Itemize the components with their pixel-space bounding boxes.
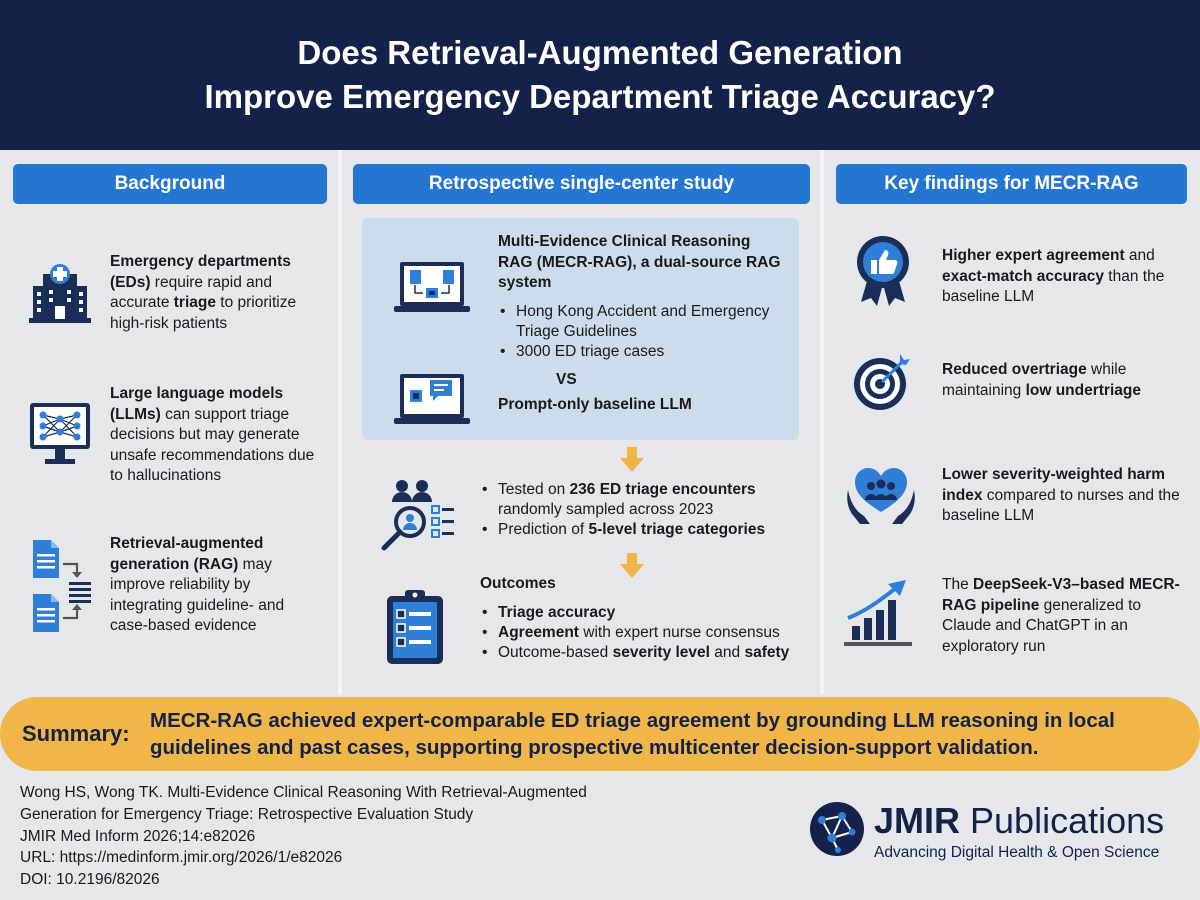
system-title: Multi-Evidence Clinical Reasoning RAG (M… bbox=[498, 233, 781, 291]
citation-block: Wong HS, Wong TK. Multi-Evidence Clinica… bbox=[20, 782, 587, 891]
finding-2-text: Reduced overtriage while maintaining low… bbox=[942, 361, 1141, 399]
finding-1-text: Higher expert agreement and exact-match … bbox=[942, 247, 1165, 305]
background-item-rag-text: Retrieval-augmented generation (RAG) may… bbox=[110, 535, 285, 634]
page-title-line2: Improve Emergency Department Triage Accu… bbox=[204, 78, 996, 115]
outcome-item: Triage accuracy bbox=[480, 603, 810, 623]
hands-heart-people-icon bbox=[846, 460, 916, 531]
finding-4-text: The DeepSeek-V3–based MECR-RAG pipeline … bbox=[942, 576, 1180, 655]
baseline-label: Prompt-only baseline LLM bbox=[498, 396, 692, 413]
outcomes-title: Outcomes bbox=[480, 575, 556, 592]
page-title-line1: Does Retrieval-Augmented Generation bbox=[297, 34, 903, 71]
summary-line1: MECR-RAG achieved expert-comparable ED t… bbox=[150, 709, 1115, 732]
testing-item: Tested on 236 ED triage encounters rando… bbox=[480, 480, 800, 520]
column-divider bbox=[338, 150, 342, 695]
header-banner: Does Retrieval-Augmented Generation Impr… bbox=[0, 0, 1200, 150]
logo-wordmark: JMIR Publications bbox=[874, 799, 1165, 841]
sources-list: Hong Kong Accident and Emergency Triage … bbox=[498, 302, 788, 362]
citation-line: Wong HS, Wong TK. Multi-Evidence Clinica… bbox=[20, 784, 587, 801]
source-item: Hong Kong Accident and Emergency Triage … bbox=[498, 302, 788, 342]
findings-heading: Key findings for MECR-RAG bbox=[836, 164, 1187, 204]
outcome-item: Agreement with expert nurse consensus bbox=[480, 623, 810, 643]
citation-url[interactable]: URL: https://medinform.jmir.org/2026/1/e… bbox=[20, 849, 343, 867]
growth-bar-chart-icon bbox=[842, 578, 914, 653]
citation-doi[interactable]: DOI: 10.2196/82026 bbox=[20, 871, 160, 889]
study-heading: Retrospective single-center study bbox=[353, 164, 810, 204]
hospital-icon bbox=[22, 258, 98, 328]
background-item-ed-text: Emergency departments (EDs) require rapi… bbox=[110, 253, 297, 332]
source-item: 3000 ED triage cases bbox=[498, 342, 788, 362]
people-search-icon bbox=[378, 474, 458, 559]
outcome-item: Outcome-based severity level and safety bbox=[480, 643, 810, 663]
vs-label: VS bbox=[556, 371, 577, 388]
jmir-logo[interactable]: JMIR Publications Advancing Digital Heal… bbox=[808, 800, 1164, 863]
arrow-down-icon bbox=[619, 553, 645, 579]
clipboard-checklist-icon bbox=[385, 588, 445, 671]
laptop-documents-icon bbox=[392, 258, 472, 323]
summary-text: MECR-RAG achieved expert-comparable ED t… bbox=[150, 707, 1115, 761]
neural-network-monitor-icon bbox=[22, 394, 98, 476]
background-item-llm-text: Large language models (LLMs) can support… bbox=[110, 385, 315, 484]
jmir-network-icon bbox=[808, 800, 866, 863]
citation-line: Generation for Emergency Triage: Retrosp… bbox=[20, 805, 474, 823]
background-heading: Background bbox=[13, 164, 327, 204]
finding-3-text: Lower severity-weighted harm index compa… bbox=[942, 466, 1180, 524]
background-item-llm: Large language models (LLMs) can support… bbox=[22, 384, 332, 487]
outcomes-list: Triage accuracy Agreement with expert nu… bbox=[480, 603, 810, 663]
logo-tagline: Advancing Digital Health & Open Science bbox=[874, 843, 1160, 861]
background-item-ed: Emergency departments (EDs) require rapi… bbox=[22, 252, 332, 334]
arrow-down-icon bbox=[619, 447, 645, 473]
citation-line: JMIR Med Inform 2026;14:e82026 bbox=[20, 827, 256, 845]
prediction-item: Prediction of 5-level triage categories bbox=[480, 520, 800, 540]
award-thumbs-up-icon bbox=[851, 234, 915, 311]
summary-line2: guidelines and past cases, supporting pr… bbox=[150, 736, 1039, 759]
laptop-chat-icon bbox=[392, 370, 472, 435]
summary-label: Summary: bbox=[22, 721, 130, 746]
column-divider bbox=[820, 150, 824, 695]
background-item-rag: Retrieval-augmented generation (RAG) may… bbox=[22, 534, 332, 637]
documents-merge-icon bbox=[22, 535, 98, 635]
summary-banner: Summary: MECR-RAG achieved expert-compar… bbox=[0, 697, 1200, 771]
target-icon bbox=[852, 352, 912, 417]
testing-list: Tested on 236 ED triage encounters rando… bbox=[480, 480, 800, 540]
